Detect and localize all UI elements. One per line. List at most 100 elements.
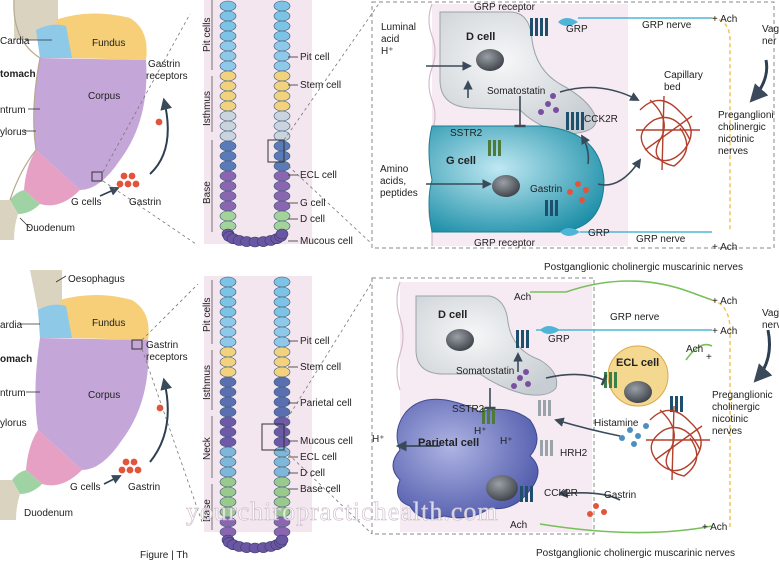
zoom-box [267,139,285,163]
gland-cell [273,376,291,388]
stomach-illustration-bottom: Oesophagus ardia Fundus omach ntrum Corp… [0,270,203,523]
gland-cell [219,60,237,72]
gastrin-dot [124,180,132,188]
gland-cell [219,210,237,222]
label-d-cell: D cell [466,31,495,43]
gland-cell [273,406,291,418]
gastrin-arrow [149,377,173,463]
label-ecl-cell: ECL cell [616,357,659,369]
gland-cell [273,386,291,398]
gland-label-ecl-cell: ECL cell [300,452,337,463]
label-acid: acid [381,34,399,45]
label-preganglionic: Preganglioni [718,110,774,121]
gland-cell [273,10,291,22]
cardia-shape [36,24,72,59]
gland-cells [219,276,291,554]
gland-cell [219,466,237,478]
duodenum-shape [0,200,18,240]
ecl-cell-nucleus [624,381,652,403]
gland-cell [273,276,291,288]
gland-cell [273,30,291,42]
label-cardia: ardia [0,320,23,331]
label-gastrin-receptors-1: Gastrin [148,59,180,70]
gland-cell [273,476,291,488]
label-gastrin-mech: Gastrin [604,490,636,501]
gland-cell [219,150,237,162]
label-pylorus: ylorus [0,418,27,429]
gland-cell [273,356,291,368]
gland-cell [273,140,291,152]
label-nicotinic: nicotinic [718,134,754,145]
gland-cell [273,20,291,32]
mechanism-bottom: Postganglionic cholinergic muscarinic ne… [371,262,779,559]
gastrin-dot [120,172,128,180]
gland-cell [219,90,237,102]
parietal-cell-nucleus [486,475,518,501]
zone-isthmus: Isthmus [202,365,213,400]
corpus-shape [33,58,147,190]
gland-cell [273,110,291,122]
gland-label-d-cell: D cell [300,468,325,479]
grp-terminal-bottom [560,228,580,236]
label-stomach: omach [0,354,32,365]
zone-base: Base [202,499,213,522]
gland-cell [219,160,237,172]
label-g-cells: G cells [70,482,101,493]
gland-cell [219,200,237,212]
label-duodenum: Duodenum [24,508,73,519]
gastrin-dot [155,118,163,126]
gland-cell [273,466,291,478]
label-corpus: Corpus [88,390,120,401]
gland-cell [219,140,237,152]
label-gastrin: Gastrin [129,197,161,208]
label-somatostatin: Somatostatin [456,366,514,377]
pylorus-shape [12,470,42,494]
label-gastrin-receptors-2: receptors [146,71,188,82]
gland-label-parietal-cell: Parietal cell [300,398,352,409]
gland-cell [219,296,237,308]
label-gastrin-receptors-1: Gastrin [146,340,178,351]
label-h-plus-out: H⁺ [372,434,385,445]
cardia-shape [38,304,72,338]
gland-cell [219,100,237,112]
zone-base: Base [202,181,213,204]
gland-cell [219,286,237,298]
gland-cell [219,376,237,388]
somatostatin-granules [511,369,531,389]
zone-isthmus: Isthmus [202,91,213,126]
label-pylorus: ylorus [0,127,27,138]
label-nicotinic: nicotinic [712,414,748,425]
label-grp: GRP [548,334,570,345]
preganglionic-nerve [711,17,731,232]
label-ach-top: + Ach [712,14,737,25]
zone-pit-cells: Pit cells [202,18,213,52]
label-grp-nerve-bottom: GRP nerve [636,234,686,245]
gland-cell [273,426,291,438]
label-cholinergic: cholinergic [718,122,766,133]
label-sstr2: SSTR2 [450,128,483,139]
grp-terminal-top [558,18,578,26]
gland-cell [273,446,291,458]
gland-cell [219,346,237,358]
gland-cell [273,50,291,62]
gland-cell [219,416,237,428]
gland-cell [273,120,291,132]
gland-cell [273,306,291,318]
label-gastrin-receptors-2: receptors [146,352,188,363]
gland-cell [273,346,291,358]
zone-neck: Neck [202,436,213,460]
gland-cell [219,170,237,182]
gland-cell [219,406,237,418]
capillary-bed [636,95,700,171]
watermark: yourchiropractichealth.com [186,497,499,526]
gastrin-arrow [149,97,173,175]
label-grp-top: GRP [566,24,588,35]
somatostatin-granules [538,93,559,115]
receptor-glyphs [488,18,584,216]
label-postganglionic-top: Postganglionic cholinergic muscarinic ne… [544,262,743,273]
mechanism-frame [371,277,595,535]
gland-label-stem-cell: Stem cell [300,80,341,91]
gland-cell [219,276,237,288]
label-ach-bottom-right: + Ach [702,522,727,533]
